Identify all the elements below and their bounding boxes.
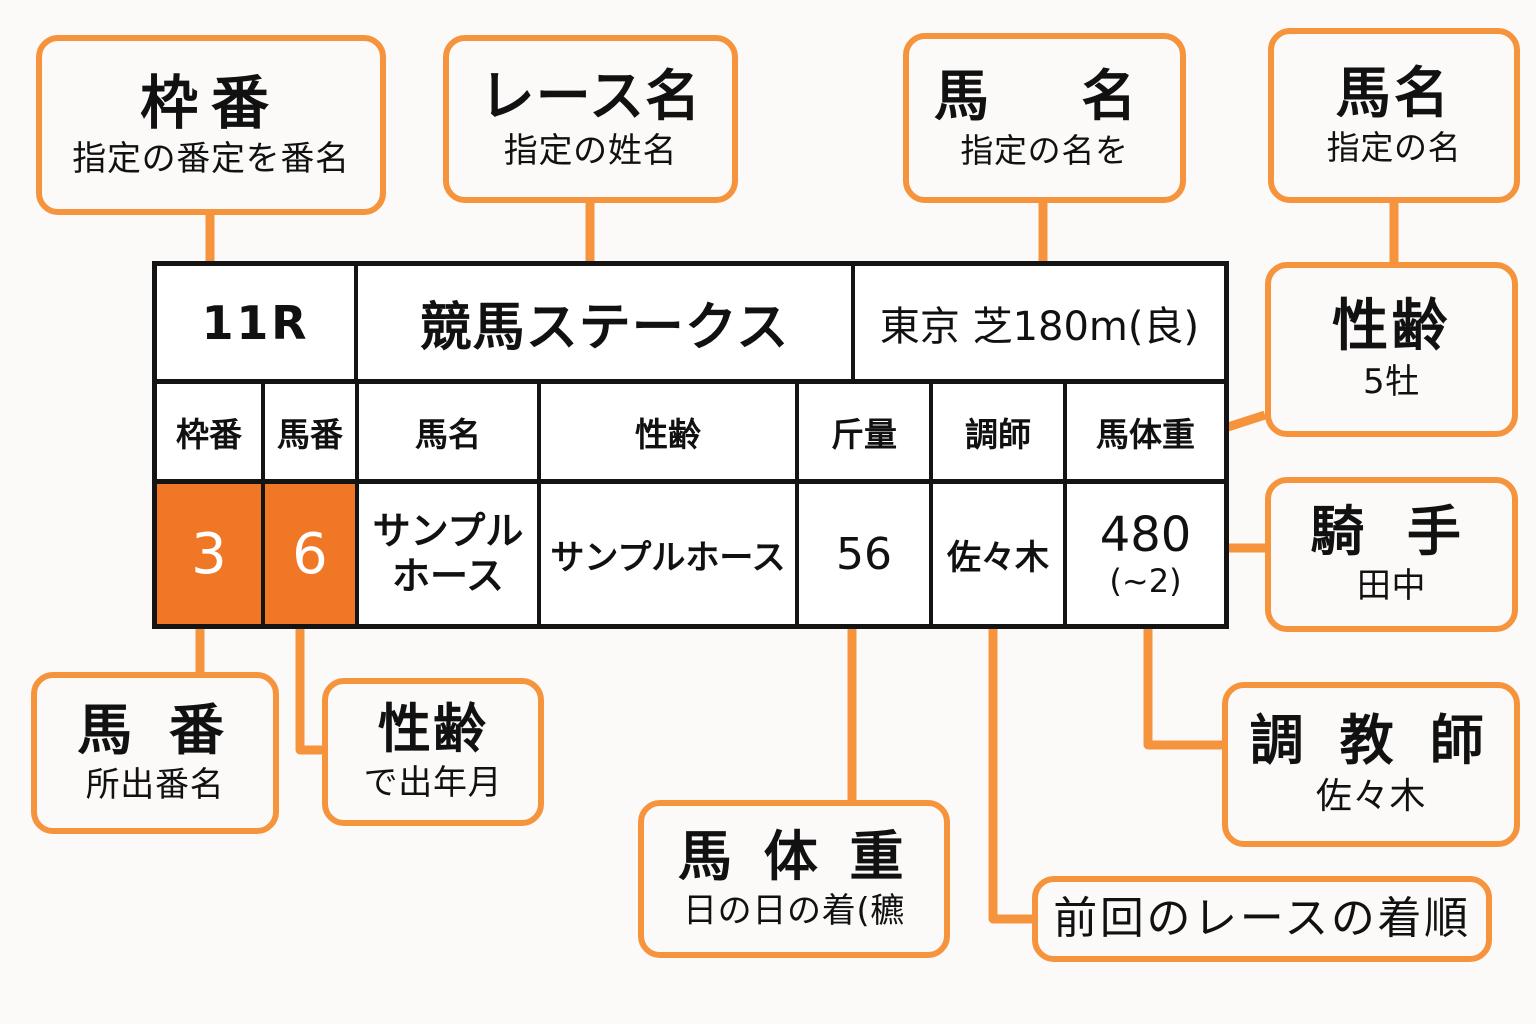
callout-body-weight[interactable]: 馬 体 重 日の日の着(穮 xyxy=(638,800,950,958)
race-entry-table: 11R 競馬ステークス 東京 芝180m(良) 枠番 馬番 馬名 性齢 斤量 調… xyxy=(152,261,1229,629)
table-header-row: 枠番 馬番 馬名 性齢 斤量 調師 馬体重 xyxy=(157,379,1224,479)
callout-last-finish[interactable]: 前回のレースの着順 xyxy=(1032,876,1492,962)
cell-race-name: 競馬ステークス xyxy=(354,266,851,379)
header-sex-age: 性齢 xyxy=(537,384,795,479)
callout-title: 馬名 xyxy=(1335,61,1453,126)
header-carried-weight: 斤量 xyxy=(795,384,929,479)
callout-title: 馬 体 重 xyxy=(678,824,910,888)
callout-subtitle: 田中 xyxy=(1356,566,1427,606)
callout-title: 性齢 xyxy=(377,699,489,761)
callout-title: 前回のレースの着順 xyxy=(1053,892,1471,944)
callout-subtitle: 指定の姓名 xyxy=(503,131,678,172)
callout-subtitle: 指定の番定を番名 xyxy=(72,138,350,179)
header-horse-name: 馬名 xyxy=(355,384,537,479)
horse-name-line-1: サンプル xyxy=(372,509,524,554)
callout-subtitle: 指定の名を xyxy=(960,130,1129,170)
cell-carried-weight: 56 xyxy=(795,484,929,624)
callout-subtitle: 所出番名 xyxy=(85,765,225,806)
callout-jockey[interactable]: 騎 手 田中 xyxy=(1265,477,1518,632)
callout-title: 騎 手 xyxy=(1310,500,1473,564)
callout-race-name[interactable]: レース名 指定の姓名 xyxy=(443,35,738,203)
callout-horse-name-right[interactable]: 馬名 指定の名 xyxy=(1268,28,1520,203)
cell-horse-name: サンプル ホース xyxy=(355,484,537,624)
callout-trainer[interactable]: 調 教 師 佐々木 xyxy=(1222,682,1520,847)
callout-title: 性齢 xyxy=(1332,294,1451,360)
connector-last-finish xyxy=(988,600,1032,924)
cell-horse-number: 6 xyxy=(261,484,355,624)
callout-title: レース名 xyxy=(479,64,702,129)
callout-subtitle: 佐々木 xyxy=(1315,775,1427,817)
callout-subtitle: 日の日の着(穮 xyxy=(682,890,906,931)
callout-title: 枠番 xyxy=(140,68,282,137)
cell-sex-age: サンプルホース xyxy=(537,484,795,624)
header-trainer: 調師 xyxy=(929,384,1063,479)
cell-race-round: 11R xyxy=(201,295,310,350)
header-frame-number: 枠番 xyxy=(176,414,242,454)
table-title-row: 11R 競馬ステークス 東京 芝180m(良) xyxy=(157,266,1224,379)
callout-subtitle: で出年月 xyxy=(363,762,503,803)
callout-title: 調 教 師 xyxy=(1249,709,1493,773)
callout-horse-number[interactable]: 馬 番 所出番名 xyxy=(31,672,279,834)
cell-race-conditions: 東京 芝180m(良) xyxy=(851,266,1224,379)
cell-frame-number: 3 xyxy=(157,484,261,624)
table-row[interactable]: 3 6 サンプル ホース サンプルホース 56 佐々木 480 (~2) xyxy=(157,479,1224,624)
callout-subtitle: 5牡 xyxy=(1363,362,1420,403)
callout-title: 馬 番 xyxy=(77,698,233,763)
callout-frame-number[interactable]: 枠番 指定の番定を番名 xyxy=(36,35,386,215)
body-weight-value: 480 xyxy=(1099,507,1192,563)
body-weight-delta: (~2) xyxy=(1109,562,1182,600)
horse-name-line-2: ホース xyxy=(391,554,505,598)
cell-body-weight: 480 (~2) xyxy=(1063,484,1224,624)
callout-horse-name-top[interactable]: 馬 名 指定の名を xyxy=(903,33,1186,203)
callout-sex-age-left[interactable]: 性齢 で出年月 xyxy=(322,678,544,826)
callout-sex-age-right[interactable]: 性齢 5牡 xyxy=(1265,262,1518,437)
header-horse-number: 馬番 xyxy=(261,384,355,479)
header-body-weight: 馬体重 xyxy=(1063,384,1224,479)
callout-subtitle: 指定の名 xyxy=(1326,128,1462,168)
cell-trainer: 佐々木 xyxy=(929,484,1063,624)
callout-title: 馬 名 xyxy=(933,63,1156,128)
